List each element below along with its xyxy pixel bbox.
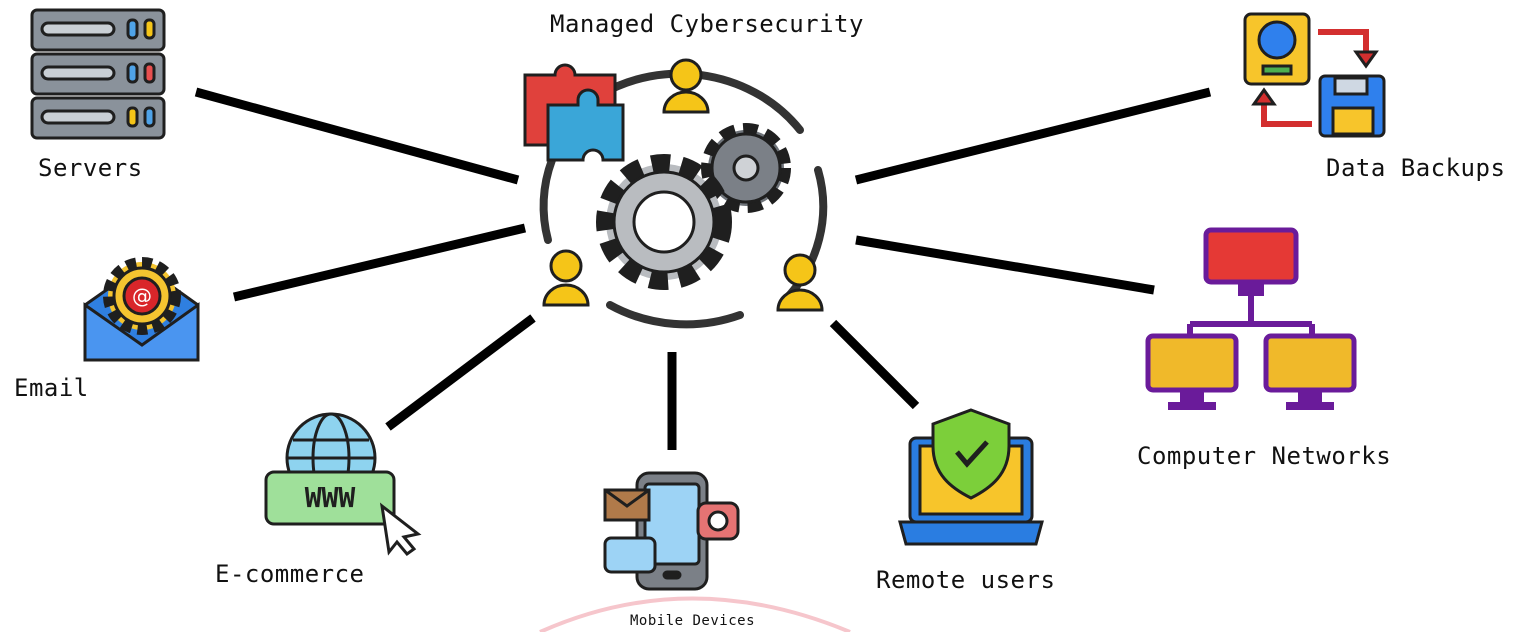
connector-ecommerce	[385, 314, 536, 431]
connector-data-backups	[854, 87, 1212, 185]
node-label-remote-users: Remote users	[876, 566, 1056, 594]
node-label-data-backups: Data Backups	[1326, 154, 1506, 182]
server-rack-icon	[30, 8, 166, 140]
node-label-computer-networks: Computer Networks	[1137, 442, 1392, 470]
decorative-arc	[539, 596, 851, 632]
svg-text:WWW: WWW	[305, 481, 356, 514]
ecommerce-www-icon: WWW	[264, 412, 422, 557]
connector-servers	[194, 87, 520, 185]
data-backup-icon	[1243, 12, 1386, 138]
connector-remote-users	[829, 319, 920, 410]
connector-networks	[855, 235, 1155, 295]
node-label-email: Email	[14, 374, 89, 402]
node-label-servers: Servers	[38, 154, 143, 182]
node-label-mobile-devices: Mobile Devices	[630, 613, 756, 629]
connector-email	[232, 223, 527, 302]
connector-lines	[194, 87, 1212, 450]
email-gear-icon: @	[83, 257, 200, 362]
mobile-phone-icon	[603, 471, 740, 591]
svg-text:@: @	[132, 284, 152, 308]
node-label-ecommerce: E-commerce	[215, 560, 365, 588]
computer-network-icon	[1145, 227, 1357, 410]
laptop-shield-icon	[898, 408, 1044, 546]
center-label: Managed Cybersecurity	[550, 10, 864, 38]
gears-team-icon	[523, 58, 828, 329]
